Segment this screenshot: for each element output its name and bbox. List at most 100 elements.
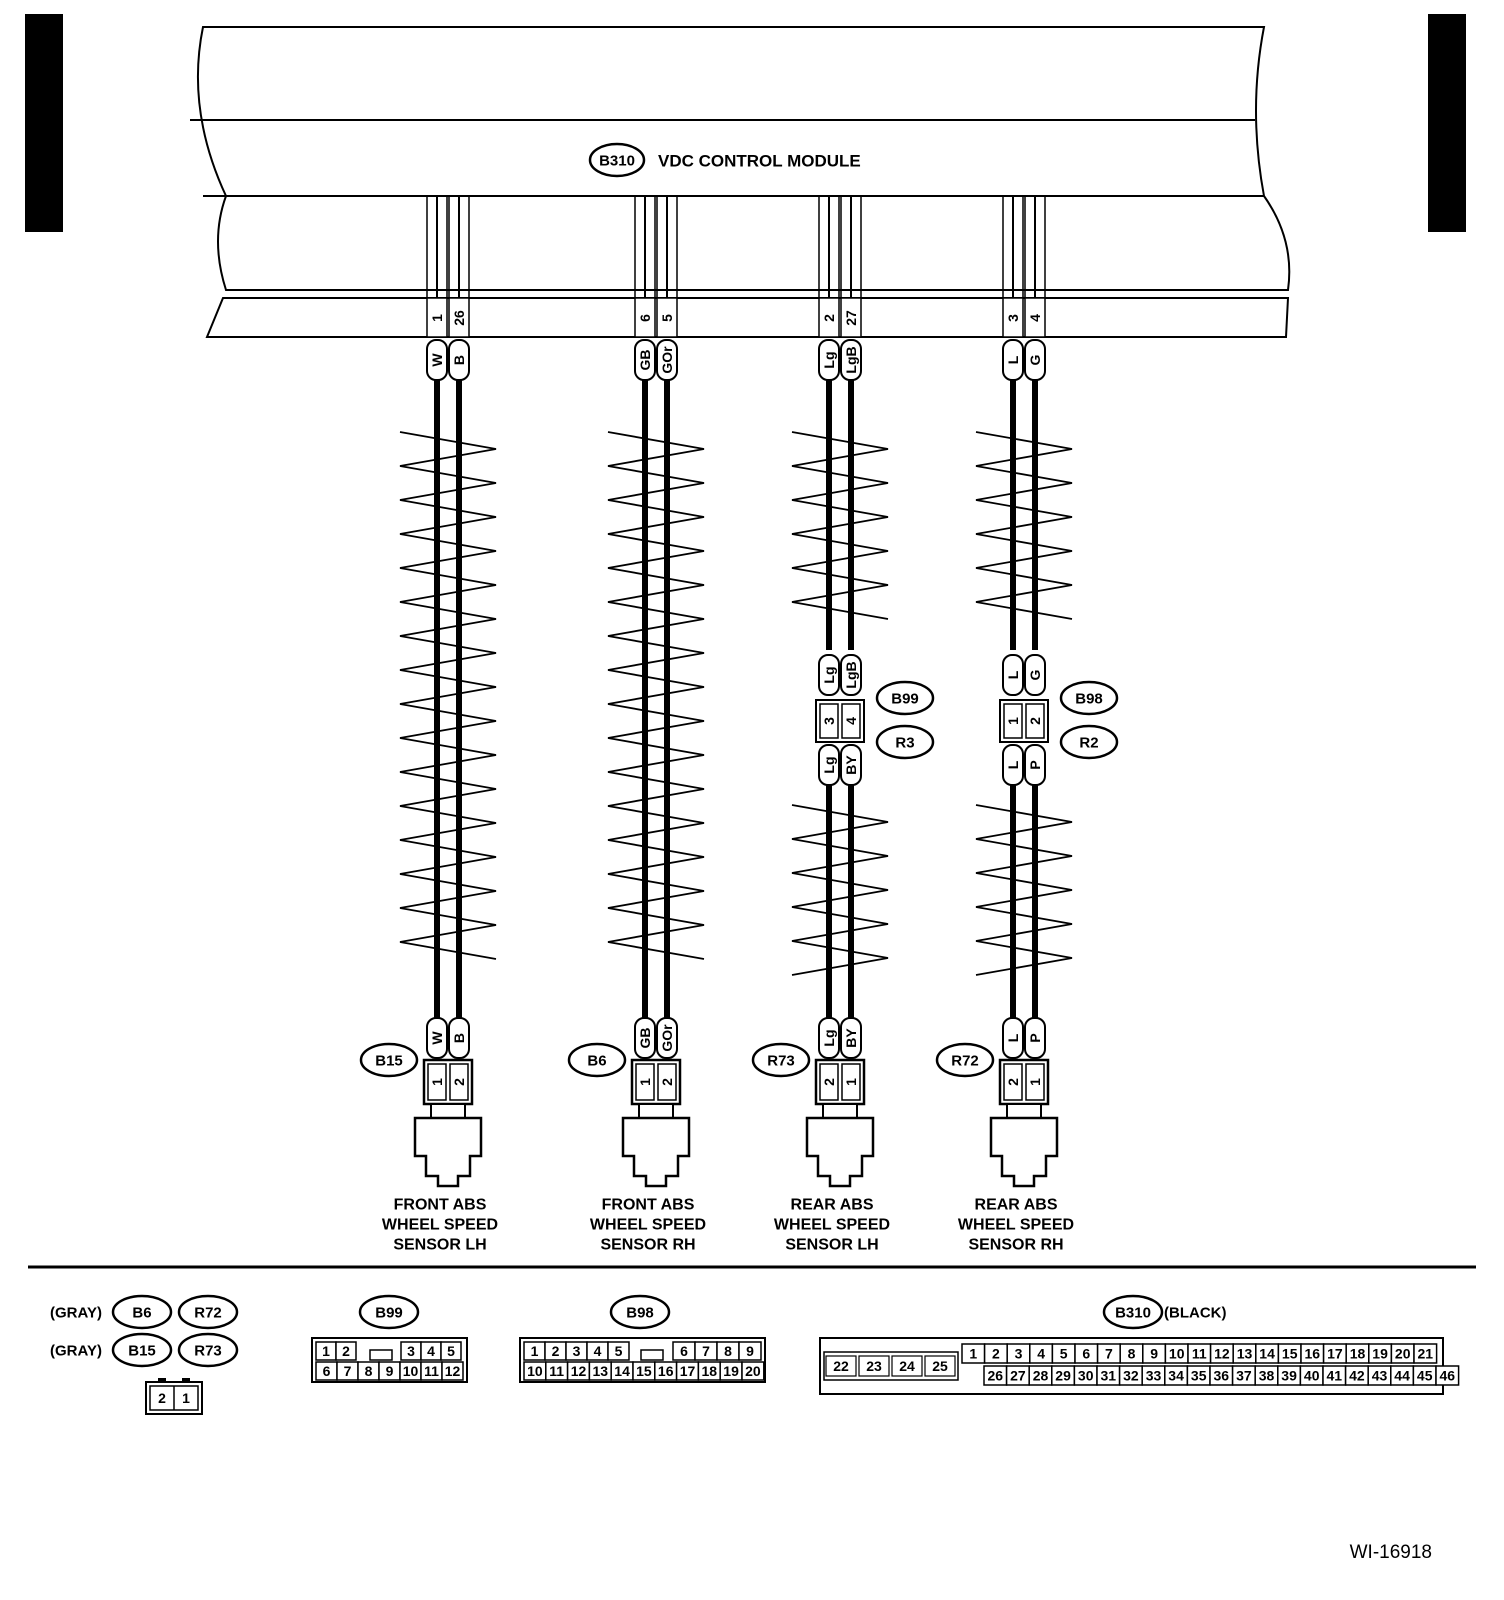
b310-cell	[1413, 1343, 1438, 1364]
wire-color-tag	[818, 654, 840, 696]
b98-pin: 2	[552, 1343, 560, 1359]
b310-pin: 41	[1327, 1368, 1343, 1384]
wire-color-tag	[840, 339, 862, 381]
b98-cell	[741, 1361, 765, 1381]
wire-color-tag	[1002, 339, 1024, 381]
twist-shield	[791, 804, 889, 976]
b98-pin: 15	[636, 1363, 652, 1379]
b310-pin: 21	[1418, 1346, 1434, 1362]
connector-oval	[359, 1042, 419, 1078]
wire-color: GOr	[659, 1024, 675, 1052]
b98-pin: 18	[702, 1363, 718, 1379]
b310-pin: 26	[988, 1368, 1004, 1384]
b310-pin: 39	[1281, 1368, 1297, 1384]
wire-color: P	[1027, 1033, 1043, 1042]
b310-pin: 33	[1146, 1368, 1162, 1384]
wire-color: GOr	[659, 346, 675, 374]
wire-color: BY	[843, 1028, 859, 1048]
pin-number: 4	[1027, 314, 1043, 322]
wire-color-tag	[818, 339, 840, 381]
b98-pin: 5	[615, 1343, 623, 1359]
b99-cell	[440, 1341, 462, 1361]
b310-pin: 9	[1150, 1346, 1158, 1362]
b310-pin: 15	[1282, 1346, 1298, 1362]
b98-pin: 6	[680, 1343, 688, 1359]
two-pin-key	[182, 1378, 190, 1382]
sensor-connector-oval: R72	[935, 1042, 995, 1078]
b98-pin: 1	[531, 1343, 539, 1359]
b99-pin: 12	[445, 1363, 461, 1379]
legend-oval: R73	[177, 1332, 239, 1368]
b98-pin: 8	[724, 1343, 732, 1359]
b98-pin: 11	[549, 1363, 564, 1379]
legend-b310-suffix: (BLACK)	[1164, 1305, 1226, 1322]
b310-pin: 16	[1305, 1346, 1321, 1362]
wire-color: Lg	[821, 756, 837, 773]
b99-pin: 10	[403, 1363, 419, 1379]
twist-shield	[975, 804, 1073, 976]
sensor-neck	[1006, 1103, 1042, 1119]
b310-cell	[1435, 1365, 1460, 1386]
b98-pin: 12	[571, 1363, 587, 1379]
joint-pin-box	[841, 703, 861, 739]
connector-id: B98	[1075, 691, 1103, 708]
module-connector-oval: B310	[588, 142, 646, 178]
connector-oval	[111, 1332, 173, 1368]
b98-pin: 3	[573, 1343, 581, 1359]
b98-pin: 10	[527, 1363, 543, 1379]
connector-id: B99	[891, 691, 919, 708]
connector-id: R73	[767, 1053, 795, 1070]
b98-pin: 17	[680, 1363, 696, 1379]
connector-id: B6	[587, 1053, 606, 1070]
b98-cell	[738, 1341, 762, 1361]
sensor-label: FRONT ABS	[602, 1197, 695, 1214]
b99-pin: 7	[344, 1363, 352, 1379]
connector-oval	[177, 1294, 239, 1330]
sensor-label: SENSOR RH	[968, 1237, 1063, 1254]
pin-number: 26	[451, 310, 467, 326]
b310-pin: 8	[1128, 1346, 1136, 1362]
wire-color: P	[1027, 760, 1043, 769]
connector-id: R72	[951, 1053, 979, 1070]
connector-oval	[609, 1294, 671, 1330]
wire-color: Lg	[821, 351, 837, 368]
sensor-pin-box	[819, 1063, 839, 1101]
pin-box	[634, 297, 656, 338]
b98-pin: 4	[594, 1343, 602, 1359]
joint-pin: 2	[1027, 717, 1043, 725]
joint-pin: 1	[1005, 717, 1021, 725]
pin-box	[426, 297, 448, 338]
wire-color-tag	[840, 1017, 862, 1059]
sensor-label: WHEEL SPEED	[958, 1217, 1074, 1234]
b99-pin: 6	[323, 1363, 331, 1379]
wire-color: W	[429, 1031, 445, 1045]
wire-color-tag	[1002, 654, 1024, 696]
b310-pin: 4	[1037, 1346, 1045, 1362]
wire-color: B	[451, 355, 467, 365]
b310-pin: 20	[1395, 1346, 1411, 1362]
b98-key	[640, 1349, 664, 1361]
wire-color-tag	[1024, 1017, 1046, 1059]
page-tag-left: VDC-03	[25, 14, 63, 232]
b310-pin: 46	[1440, 1368, 1456, 1384]
b99-pin: 8	[365, 1363, 373, 1379]
connector-oval	[567, 1042, 627, 1078]
two-pin-key	[158, 1378, 166, 1382]
wire-color-tag	[818, 1017, 840, 1059]
connector-id: R72	[194, 1305, 222, 1322]
two-pin-number: 1	[182, 1390, 190, 1406]
sensor-label: SENSOR LH	[393, 1237, 486, 1254]
sensor-neck	[638, 1103, 674, 1119]
sensor-body	[989, 1116, 1059, 1188]
connector-oval	[111, 1294, 173, 1330]
connector-oval	[177, 1332, 239, 1368]
connector-id: B310	[1115, 1305, 1151, 1322]
sensor-label: FRONT ABS	[394, 1197, 487, 1214]
wire-color-tag	[1002, 1017, 1024, 1059]
wire-color-tag	[426, 1017, 448, 1059]
b310-pin: 36	[1214, 1368, 1230, 1384]
sensor-pin: 1	[429, 1078, 445, 1086]
figure-code: WI-16918	[1349, 1542, 1432, 1563]
twist-shield	[399, 431, 497, 960]
